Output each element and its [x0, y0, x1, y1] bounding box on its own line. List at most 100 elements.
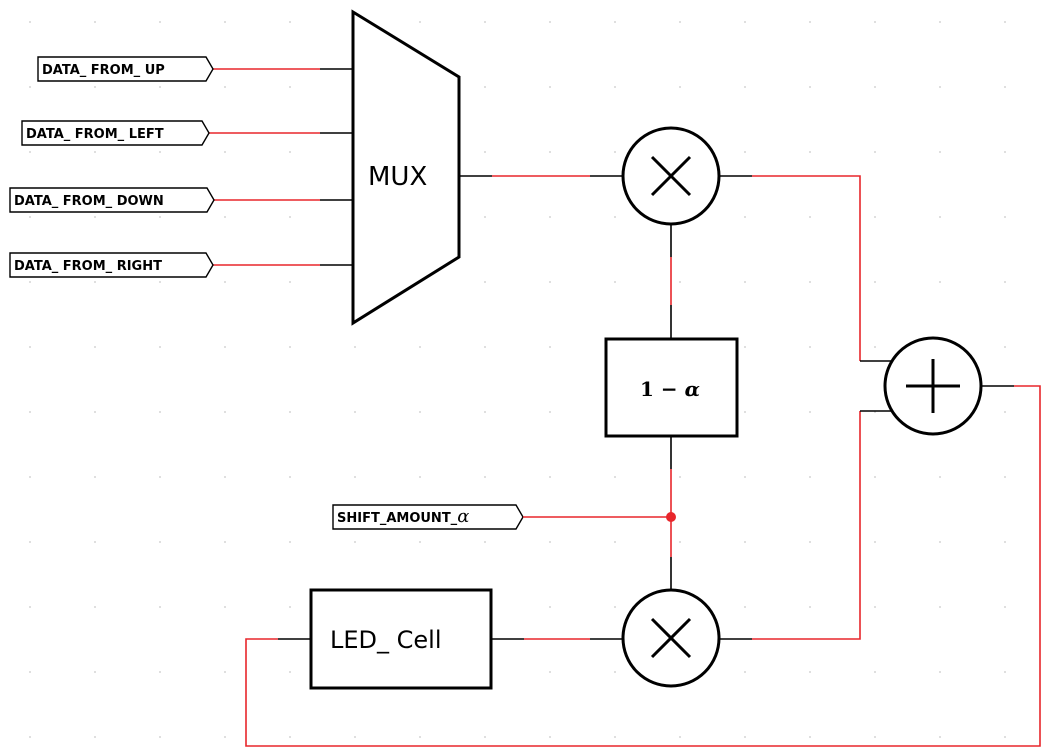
grid-dot [549, 411, 551, 413]
one-minus-alpha-label: 1 − α [640, 377, 700, 401]
grid-dot [289, 216, 291, 218]
grid-dot [224, 86, 226, 88]
grid-dot [744, 671, 746, 673]
shift-amount-symbol: α [457, 506, 469, 527]
grid-dot [224, 21, 226, 23]
grid-dot [289, 86, 291, 88]
grid-dot [354, 346, 356, 348]
grid-dot [419, 476, 421, 478]
grid-dot [159, 541, 161, 543]
port-data-from-left: DATA_ FROM_ LEFT [21, 120, 210, 146]
grid-dot [94, 21, 96, 23]
grid-dot [874, 216, 876, 218]
grid-dot [354, 411, 356, 413]
grid-dot [744, 346, 746, 348]
grid-dot [614, 606, 616, 608]
port-data-from-up: DATA_ FROM_ UP [37, 56, 214, 82]
grid-dot [29, 21, 31, 23]
port-label-data-from-right: DATA_ FROM_ RIGHT [14, 259, 162, 274]
grid-dot [939, 86, 941, 88]
grid-dot [809, 541, 811, 543]
grid-dot [224, 736, 226, 738]
grid-dot [614, 216, 616, 218]
grid-dot [224, 216, 226, 218]
grid-dot [94, 606, 96, 608]
grid-dot [744, 541, 746, 543]
grid-dot [744, 281, 746, 283]
grid-dot [484, 216, 486, 218]
port-label-shift-amount: SHIFT_AMOUNT_α [337, 506, 469, 527]
grid-dot [1004, 86, 1006, 88]
grid-dot [159, 281, 161, 283]
grid-dot [484, 281, 486, 283]
grid-dot [159, 476, 161, 478]
grid-dot [679, 541, 681, 543]
grid-dot [809, 216, 811, 218]
grid-dot [29, 736, 31, 738]
grid-dot [159, 21, 161, 23]
grid-dot [614, 86, 616, 88]
grid-dot [809, 736, 811, 738]
one-minus-alpha-prefix: 1 − [640, 377, 685, 401]
grid-dot [939, 606, 941, 608]
grid-dot [159, 346, 161, 348]
grid-dot [939, 476, 941, 478]
grid-dot [809, 281, 811, 283]
grid-dot [744, 606, 746, 608]
grid-dot [29, 281, 31, 283]
port-wires [209, 68, 353, 266]
grid-dot [1004, 476, 1006, 478]
grid-dot [549, 671, 551, 673]
grid-dot [744, 736, 746, 738]
grid-dot [614, 21, 616, 23]
grid-dot [614, 151, 616, 153]
junction-dot [666, 512, 676, 522]
led-cell-label: LED_ Cell [330, 626, 442, 654]
grid-dot [224, 606, 226, 608]
grid-dot [874, 606, 876, 608]
grid-dot [289, 671, 291, 673]
grid-dot [549, 86, 551, 88]
grid-dot [549, 606, 551, 608]
grid-dot [419, 346, 421, 348]
grid-dot [939, 541, 941, 543]
grid-dot [874, 151, 876, 153]
grid-dot [1004, 346, 1006, 348]
grid-dot [1004, 216, 1006, 218]
grid-dot [94, 281, 96, 283]
grid-dot [484, 411, 486, 413]
grid-dot [484, 21, 486, 23]
grid-dot [809, 476, 811, 478]
grid-dot [549, 736, 551, 738]
bottom-to-adder-wire [719, 410, 893, 640]
mux-block: MUX [351, 9, 461, 326]
grid-dot [614, 671, 616, 673]
one-minus-alpha-symbol: α [685, 377, 700, 401]
mux-label: MUX [368, 162, 427, 192]
grid-dot [29, 151, 31, 153]
grid-dot [549, 476, 551, 478]
grid-dot [29, 346, 31, 348]
grid-dot [94, 541, 96, 543]
grid-dot [94, 86, 96, 88]
grid-dot [419, 736, 421, 738]
grid-dot [94, 736, 96, 738]
grid-dot [809, 346, 811, 348]
grid-dot [29, 216, 31, 218]
grid-dot [224, 281, 226, 283]
grid-dot [94, 476, 96, 478]
grid-dot [224, 346, 226, 348]
grid-dot [809, 671, 811, 673]
port-label-data-from-up: DATA_ FROM_ UP [42, 63, 165, 78]
port-shift-amount: SHIFT_AMOUNT_α [332, 504, 671, 530]
grid-dot [224, 411, 226, 413]
grid-dot [809, 151, 811, 153]
grid-dot [1004, 151, 1006, 153]
grid-dot [549, 151, 551, 153]
grid-dot [744, 476, 746, 478]
grid-dot [614, 736, 616, 738]
grid-dot [419, 21, 421, 23]
feedback-wire [245, 385, 1041, 747]
grid-dot [809, 21, 811, 23]
grid-dot [484, 541, 486, 543]
